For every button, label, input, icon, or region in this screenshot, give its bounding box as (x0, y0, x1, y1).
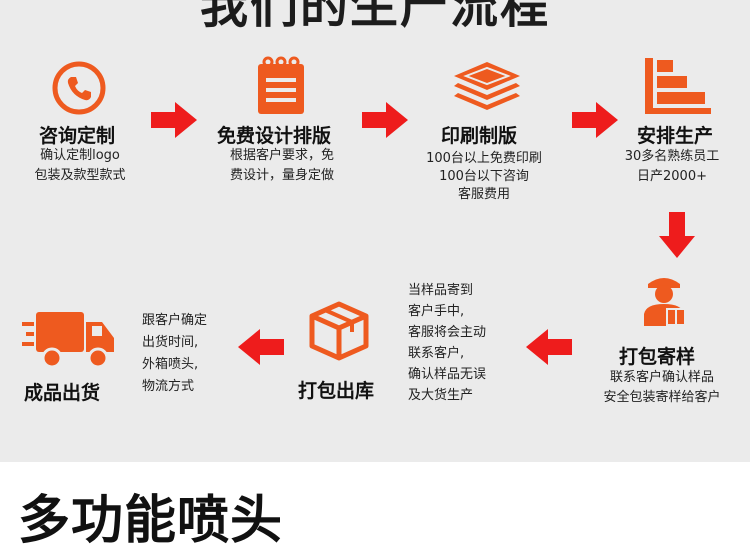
step-desc-design: 根据客户要求，免 费设计，量身定做 (229, 148, 334, 183)
step-desc-print: 100台以上免费印刷 100台以下咨询 客服费用 (426, 151, 542, 202)
step-desc-produce: 30多名熟练员工 日产2000+ (624, 149, 720, 184)
step-title-consult: 咨询定制 (39, 125, 116, 147)
notepad-icon (258, 56, 304, 114)
step-desc-consult: 确认定制logo 包装及款型款式 (34, 148, 126, 183)
section-title: 多功能喷头 (18, 491, 284, 551)
step-title-sample: 打包寄样 (619, 346, 696, 368)
step-title-deliver: 成品出货 (24, 382, 101, 404)
layers-icon (454, 62, 520, 110)
box-icon (309, 301, 369, 361)
step-title-warehouse: 打包出库 (298, 380, 375, 402)
sample-note: 当样品寄到 客户手中, 客服将会主动 联系客户, 确认样品无误 及大货生产 (408, 283, 487, 403)
step-title-design: 免费设计排版 (217, 125, 332, 147)
red-arrow-icon (526, 329, 572, 365)
red-arrow-icon (659, 212, 695, 258)
process-heading: 我们的生产流程 (199, 0, 550, 34)
truck-icon (22, 312, 114, 369)
red-arrow-icon (151, 102, 197, 138)
courier-icon (644, 278, 686, 326)
red-arrow-icon (362, 102, 408, 138)
red-arrow-icon (572, 102, 618, 138)
step-title-produce: 安排生产 (637, 125, 714, 147)
bar-chart-icon (645, 58, 711, 114)
step-desc-sample: 联系客户确认样品 安全包装寄样给客户 (603, 370, 721, 405)
step-title-print: 印刷制版 (441, 125, 518, 147)
phone-icon (52, 61, 106, 115)
red-arrow-icon (238, 329, 284, 365)
process-panel: 我们的生产流程 咨询定制 确认定制logo 包装及款型款式 免费设计排版 根据客… (0, 0, 750, 462)
ship-note: 跟客户确定 出货时间, 外箱喷头, 物流方式 (142, 313, 208, 394)
